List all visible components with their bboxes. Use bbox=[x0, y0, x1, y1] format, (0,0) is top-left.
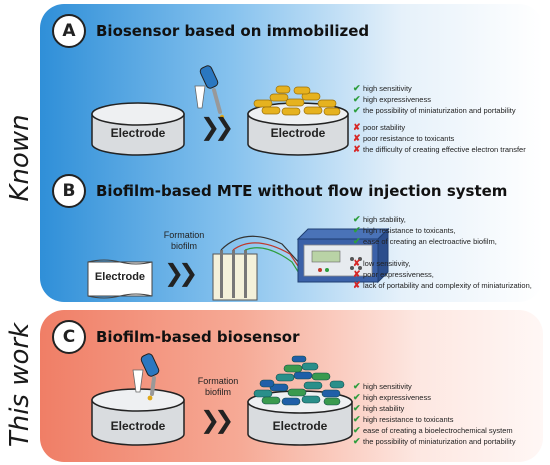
check-icon: ✔ bbox=[353, 105, 361, 115]
panel-b-badge: B bbox=[52, 174, 86, 208]
check-icon: ✔ bbox=[353, 381, 361, 391]
cross-icon: ✘ bbox=[353, 144, 361, 154]
check-icon: ✔ bbox=[353, 83, 361, 93]
check-icon: ✔ bbox=[353, 425, 361, 435]
arrow-b-icon: ❯❯ bbox=[164, 259, 198, 287]
panel-b-advantages: ✔high stability, ✔high resistance to tox… bbox=[353, 214, 497, 247]
electrode-c-left-icon bbox=[91, 388, 185, 446]
list-item: ✘lack of portability and complexity of m… bbox=[353, 280, 532, 290]
check-icon: ✔ bbox=[353, 414, 361, 424]
side-label-this-work: This work bbox=[5, 322, 35, 448]
list-item: ✘the difficulty of creating effective el… bbox=[353, 144, 526, 154]
cross-icon: ✘ bbox=[353, 258, 361, 268]
list-item: ✔high resistance to toxicants bbox=[353, 414, 454, 424]
check-icon: ✔ bbox=[353, 436, 361, 446]
list-item: ✘poor stability bbox=[353, 122, 406, 132]
pipette-c-icon bbox=[132, 353, 160, 401]
electrode-b-label: Electrode bbox=[94, 271, 146, 283]
list-item: ✔high expressiveness bbox=[353, 94, 431, 104]
cross-icon: ✘ bbox=[353, 122, 361, 132]
check-icon: ✔ bbox=[353, 236, 361, 246]
list-item: ✘poor resistance to toxicants bbox=[353, 133, 455, 143]
list-item: ✔high sensitivity bbox=[353, 83, 412, 93]
potentiostat-icon bbox=[296, 227, 390, 284]
cross-icon: ✘ bbox=[353, 133, 361, 143]
list-item: ✔high expressiveness bbox=[353, 392, 431, 402]
electrode-a-left-label: Electrode bbox=[110, 126, 166, 140]
arrow-a-icon: ❯❯ bbox=[200, 113, 234, 141]
panel-a-badge: A bbox=[52, 14, 86, 48]
panel-c-advantages: ✔high sensitivity ✔high expressiveness ✔… bbox=[353, 381, 516, 447]
list-item: ✔ease of creating a bioelectrochemical s… bbox=[353, 425, 513, 435]
pipette-a-icon bbox=[194, 65, 225, 120]
check-icon: ✔ bbox=[353, 403, 361, 413]
list-item: ✘poor expressiveness, bbox=[353, 269, 434, 279]
electrode-c-left-label: Electrode bbox=[110, 419, 166, 433]
list-item: ✔high stability, bbox=[353, 214, 406, 224]
panel-a-advantages: ✔high sensitivity ✔high expressiveness ✔… bbox=[353, 83, 516, 116]
formation-biofilm-c-label: Formation biofilm bbox=[197, 376, 239, 397]
list-item: ✘low sensitivity, bbox=[353, 258, 411, 268]
side-label-known: Known bbox=[5, 114, 35, 202]
check-icon: ✔ bbox=[353, 94, 361, 104]
formation-biofilm-b-label: Formation biofilm bbox=[163, 230, 205, 251]
cross-icon: ✘ bbox=[353, 269, 361, 279]
electrode-a-right-icon bbox=[247, 85, 349, 156]
list-item: ✔high resistance to toxicants, bbox=[353, 225, 456, 235]
list-item: ✔high sensitivity bbox=[353, 381, 412, 391]
arrow-c-icon: ❯❯ bbox=[200, 406, 234, 434]
list-item: ✔the possibility of miniaturization and … bbox=[353, 105, 516, 115]
wires-icon bbox=[220, 235, 303, 279]
electrochemical-cell-icon bbox=[212, 250, 258, 301]
list-item: ✔the possibility of miniaturization and … bbox=[353, 436, 516, 446]
panel-b-disadvantages: ✘low sensitivity, ✘poor expressiveness, … bbox=[353, 258, 532, 291]
this-work-panel: C Biofilm-based biosensor bbox=[40, 310, 543, 462]
check-icon: ✔ bbox=[353, 225, 361, 235]
list-item: ✔high stability bbox=[353, 403, 405, 413]
check-icon: ✔ bbox=[353, 392, 361, 402]
electrode-a-left-icon bbox=[91, 102, 185, 156]
list-item: ✔ease of creating an electroactive biofi… bbox=[353, 236, 497, 246]
electrode-c-right-icon bbox=[247, 355, 353, 446]
check-icon: ✔ bbox=[353, 214, 361, 224]
electrode-b-icon bbox=[87, 259, 153, 299]
panel-a-title: Biosensor based on immobilized bbox=[96, 22, 370, 40]
panel-ab-illustration bbox=[87, 65, 390, 301]
panel-c-illustration bbox=[91, 353, 353, 446]
cross-icon: ✘ bbox=[353, 280, 361, 290]
known-panel: A Biosensor based on immobilized bbox=[40, 4, 543, 302]
electrode-a-right-label: Electrode bbox=[270, 126, 326, 140]
electrode-c-right-label: Electrode bbox=[272, 419, 328, 433]
panel-c-badge: C bbox=[52, 320, 86, 354]
panel-a-disadvantages: ✘poor stability ✘poor resistance to toxi… bbox=[353, 122, 526, 155]
panel-b-title: Biofilm-based MTE without flow injection… bbox=[96, 182, 508, 200]
panel-c-title: Biofilm-based biosensor bbox=[96, 328, 300, 346]
